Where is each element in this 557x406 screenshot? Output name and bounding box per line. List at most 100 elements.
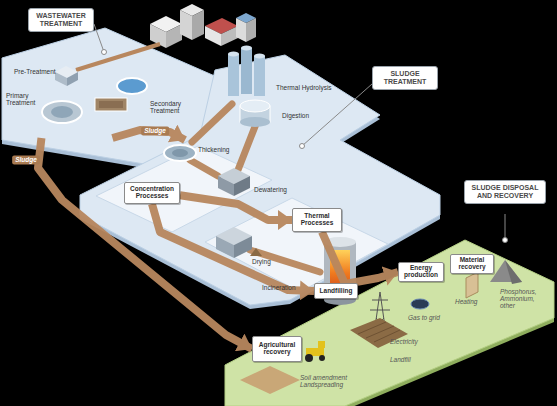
- process-box: Energy production: [398, 262, 444, 282]
- process-label: Primary Treatment: [6, 92, 46, 106]
- city-buildings: [192, 10, 204, 40]
- sludge-flow-band: [250, 250, 320, 272]
- flow-label: Sludge: [141, 126, 169, 135]
- callout-leader: [102, 50, 107, 55]
- sludge-treatment-platform: [80, 55, 440, 305]
- material-pile: [490, 260, 522, 284]
- dryer: [250, 248, 262, 256]
- wastewater-plant: [42, 44, 160, 123]
- sludge-flow-arrow: [152, 204, 314, 291]
- process-label: Thermal Hydrolysis: [276, 84, 340, 91]
- sludge-flow-band: [190, 160, 218, 176]
- city-buildings: [150, 4, 256, 48]
- heating-wall: [466, 272, 478, 298]
- callout-leader: [503, 238, 508, 243]
- tractor: [318, 341, 325, 348]
- digester: [240, 100, 270, 127]
- process-box: Concentration Processes: [124, 182, 180, 204]
- thickener-tank: [172, 149, 188, 157]
- process-box: Landfilling: [314, 283, 358, 299]
- disposal-platform: [225, 240, 554, 406]
- dewatering-machine: [218, 168, 250, 196]
- agricultural-field: [240, 366, 300, 394]
- sludge-flow-band: [192, 104, 232, 142]
- thickener-tank: [164, 145, 196, 161]
- box-label: Material recovery: [451, 257, 493, 271]
- thermal-hydrolysis-tanks: [241, 46, 252, 51]
- disposal-platform: [225, 240, 554, 406]
- digester: [240, 100, 270, 112]
- process-box: Material recovery: [450, 254, 494, 274]
- process-label: Dewatering: [254, 186, 294, 193]
- thermal-hydrolysis-tanks: [254, 54, 265, 59]
- section-heading: SLUDGE TREATMENT: [372, 66, 438, 90]
- city-buildings: [221, 26, 238, 46]
- city-buildings: [166, 24, 182, 48]
- process-label: Thickening: [198, 146, 238, 153]
- callout-leader: [94, 24, 104, 52]
- sludge-flow-band: [238, 124, 256, 170]
- box-label: Concentration Processes: [125, 186, 179, 200]
- thickener-tank: [164, 145, 196, 161]
- process-label: Pre-Treatment: [14, 68, 74, 75]
- wastewater-plant: [51, 106, 73, 118]
- wastewater-plant: [76, 44, 160, 70]
- stage-area: SLUDGE TREATMENTConcentration ProcessesT…: [120, 140, 445, 305]
- thermal-hydrolysis-tanks: [254, 56, 265, 96]
- agricultural-field: [240, 366, 300, 394]
- stage-area: SLUDGE DISPOSAL AND RECOVERYMaterial rec…: [245, 240, 554, 406]
- thermal-hydrolysis-tanks: [228, 52, 239, 57]
- thermal-hydrolysis-tanks: [228, 46, 265, 97]
- process-label: Landfill: [390, 356, 420, 363]
- material-pile: [505, 260, 522, 284]
- process-label: Electricity: [390, 338, 430, 345]
- section-heading: SLUDGE DISPOSAL AND RECOVERY: [464, 180, 546, 204]
- box-label: Landfilling: [320, 288, 353, 295]
- wastewater-plant: [42, 101, 82, 123]
- callout-leader: [505, 214, 506, 240]
- box-label: Agricultural recovery: [253, 342, 301, 356]
- thermal-hydrolysis-tanks: [228, 54, 239, 96]
- process-label: Digestion: [282, 112, 322, 119]
- sludge-flow-arrow: [322, 232, 398, 284]
- process-label: Phosphorus, Ammonium, other: [500, 288, 550, 309]
- wastewater-plant: [99, 101, 123, 108]
- process-label: Secondary Treatment: [150, 100, 194, 114]
- dewatering-machine: [218, 176, 234, 196]
- sludge-treatment-platform: [80, 55, 440, 309]
- sludge-flow-arrow: [180, 195, 292, 220]
- sludge-flow-band: [190, 104, 320, 272]
- city-buildings: [236, 18, 246, 42]
- tractor: [305, 341, 325, 362]
- sludge-flow-arrow: [38, 138, 252, 349]
- digester: [240, 117, 270, 127]
- process-label: Heating: [455, 298, 485, 305]
- tractor: [319, 355, 325, 361]
- process-label: Drying: [252, 258, 282, 265]
- wastewater-plant: [55, 72, 67, 86]
- process-box: Agricultural recovery: [252, 336, 302, 362]
- city-buildings: [180, 10, 192, 40]
- gas-grid-symbol: [411, 299, 429, 309]
- wastewater-plant: [117, 78, 147, 94]
- thermal-hydrolysis-tanks: [241, 48, 252, 94]
- box-label: Energy production: [399, 265, 443, 279]
- box-label: Thermal Processes: [293, 213, 341, 227]
- city-buildings: [246, 18, 256, 42]
- tractor: [305, 354, 313, 362]
- section-heading: WASTEWATER TREATMENT: [28, 8, 94, 32]
- dryer: [234, 236, 252, 258]
- wastewater-plant: [67, 72, 78, 86]
- wastewater-plant: [95, 98, 127, 111]
- dewatering-machine: [234, 176, 250, 196]
- process-label: Soil amendment Landspreading: [300, 374, 352, 388]
- process-label: Gas to grid: [408, 314, 448, 321]
- gas-grid-symbol: [411, 299, 429, 309]
- process-box: Thermal Processes: [292, 208, 342, 232]
- dryer: [216, 227, 262, 258]
- callout-leader: [300, 144, 305, 149]
- heating-wall: [466, 272, 478, 298]
- city-buildings: [205, 26, 221, 46]
